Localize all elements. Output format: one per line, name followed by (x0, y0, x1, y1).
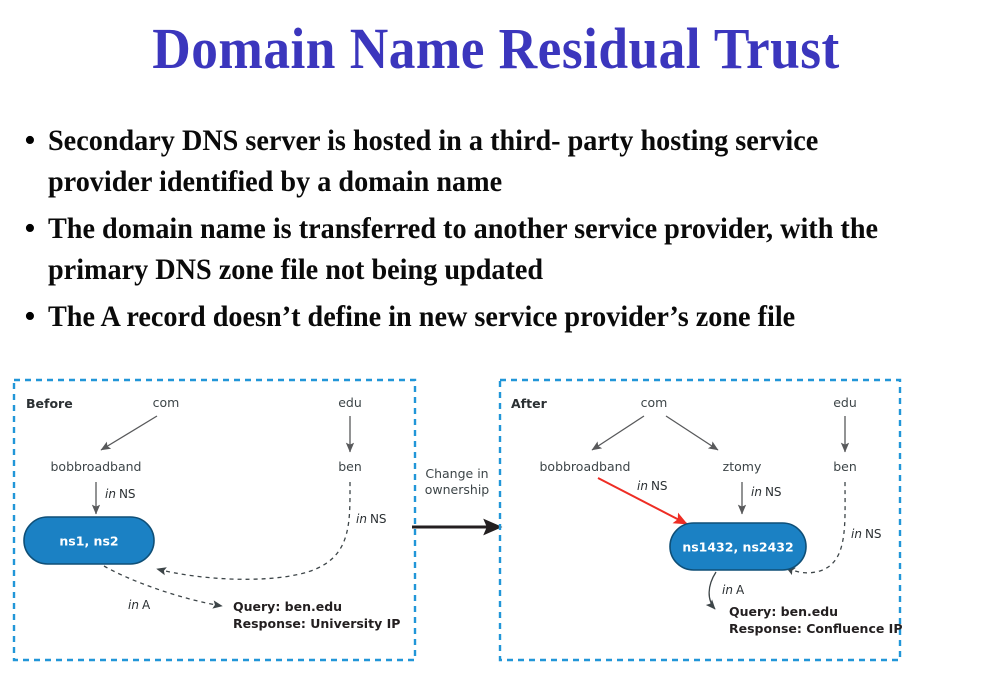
panel-before-border (12, 378, 417, 662)
bullet-item: • The A record doesn’t define in new ser… (12, 296, 982, 338)
node-ben-label: ben (833, 459, 857, 474)
response-text: Response: University IP (233, 616, 400, 631)
edge-ben-to-ns-dashed (156, 481, 351, 580)
node-edu-label: edu (338, 395, 362, 410)
edge-com-to-ztomy (665, 415, 719, 451)
query-text: Query: ben.edu (729, 604, 838, 619)
panel-after-caption: After (511, 396, 548, 411)
query-text: Query: ben.edu (233, 599, 342, 614)
transition-label-line1: Change in (425, 466, 488, 481)
bullet-item: • The domain name is transferred to anot… (12, 208, 982, 290)
node-ztomy-label: ztomy (723, 459, 762, 474)
bullet-marker-icon: • (24, 210, 36, 247)
node-com-label: com (153, 395, 180, 410)
edge-ben-to-ns-dashed (785, 481, 846, 576)
bullet-item: • Secondary DNS server is hosted in a th… (12, 120, 982, 202)
node-ns-pill (669, 522, 807, 571)
edge-com-to-bobbroadband (591, 415, 645, 451)
node-ns-label: ns1432, ns2432 (682, 540, 793, 555)
node-ns-label: ns1, ns2 (59, 534, 118, 549)
bullet-list: • Secondary DNS server is hosted in a th… (12, 120, 982, 344)
node-bobbroadband-label: bobbroadband (539, 459, 630, 474)
response-text: Response: Confluence IP (729, 621, 903, 636)
bullet-text: Secondary DNS server is hosted in a thir… (48, 124, 819, 198)
panel-before-caption: Before (26, 396, 73, 411)
edge-ns-to-query-dashed (103, 565, 223, 609)
bullet-marker-icon: • (24, 298, 36, 335)
node-edu-label: edu (833, 395, 857, 410)
edge-com-to-bobbroadband (100, 415, 158, 451)
bullet-marker-icon: • (24, 122, 36, 159)
node-com-label: com (641, 395, 668, 410)
panel-after-border (498, 378, 902, 662)
node-bobbroadband-label: bobbroadband (50, 459, 141, 474)
edge-stale-ns-red (597, 477, 688, 525)
bullet-text: The domain name is transferred to anothe… (48, 212, 879, 286)
bullet-text: The A record doesn’t define in new servi… (48, 300, 796, 333)
transition-change-of-ownership: Change in ownership (412, 466, 503, 536)
node-ben-label: ben (338, 459, 362, 474)
page-title: Domain Name Residual Trust (152, 16, 840, 81)
edge-ns-to-query (705, 571, 717, 610)
node-ns-pill (23, 516, 155, 565)
transition-label-line2: ownership (425, 482, 490, 497)
